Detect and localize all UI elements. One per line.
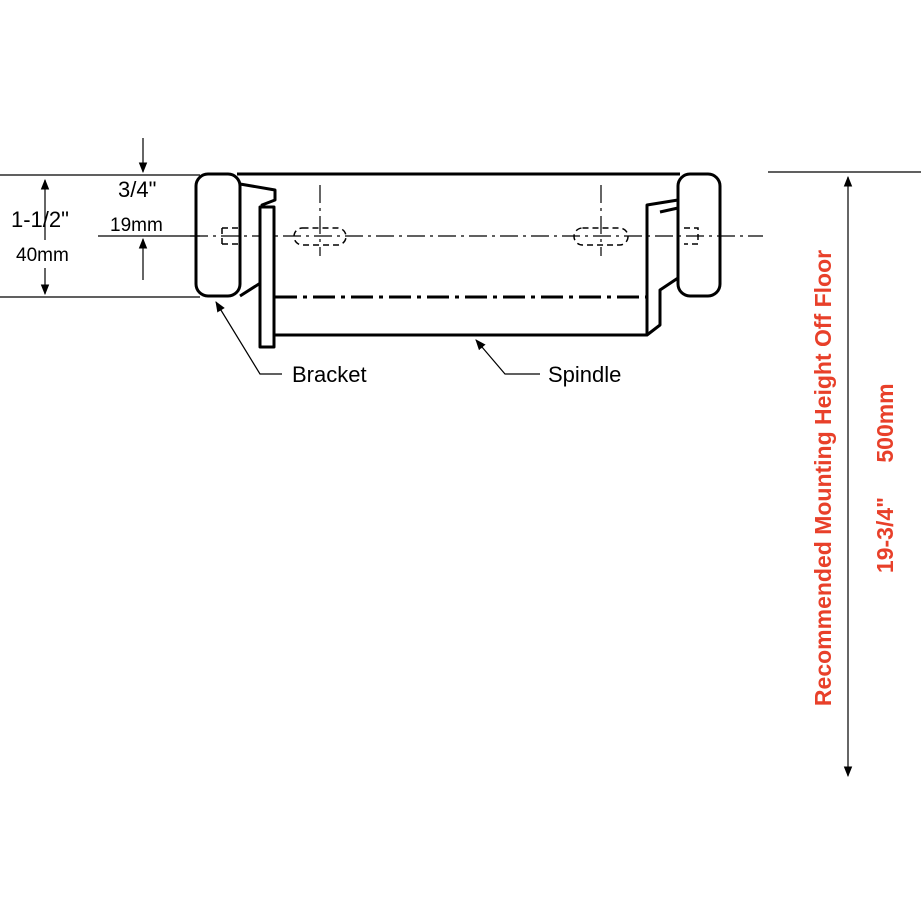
spindle-leader: [475, 339, 540, 375]
right-end-cap: [676, 172, 722, 298]
depth-inches-label: 3/4": [118, 177, 156, 202]
spindle-label: Spindle: [548, 362, 621, 387]
mounting-height-title: Recommended Mounting Height Off Floor: [810, 250, 836, 706]
extension-lines: [0, 171, 921, 298]
bracket-label: Bracket: [292, 362, 367, 387]
right-bracket: [645, 198, 699, 337]
height-inches-label: 1-1/2": [11, 207, 69, 232]
height-mm-label: 40mm: [16, 245, 69, 266]
left-end-cap: [194, 172, 242, 298]
mounting-height-mm: 500mm: [872, 383, 898, 462]
left-bracket: [221, 182, 277, 349]
mounting-height-inches: 19-3/4": [872, 497, 898, 573]
mounting-slot-right: [573, 185, 629, 256]
depth-mm-label: 19mm: [110, 215, 163, 236]
bracket-leader: [215, 301, 282, 375]
mounting-slot-left: [293, 185, 347, 256]
spindle: [275, 295, 647, 337]
